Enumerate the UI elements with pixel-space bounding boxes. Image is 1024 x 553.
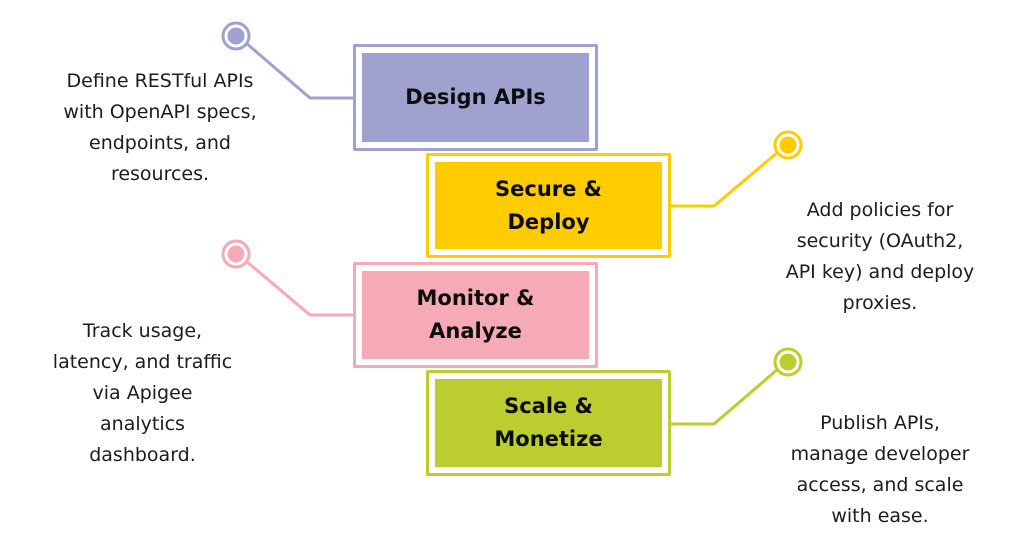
connector-secure-deploy <box>671 130 803 208</box>
connector-line <box>245 259 353 317</box>
connector-node-dot <box>227 245 245 263</box>
step-box-fill: Scale & Monetize <box>435 379 662 467</box>
step-box-design-apis: Design APIs <box>353 44 598 151</box>
connector-line <box>671 367 779 426</box>
connector-line <box>245 41 353 100</box>
step-box-fill: Design APIs <box>362 53 589 142</box>
connector-node-dot <box>779 353 797 371</box>
connector-node-dot <box>779 136 797 154</box>
step-title: Monitor & Analyze <box>416 286 535 343</box>
step-description-design-apis: Define RESTful APIs with OpenAPI specs, … <box>63 70 257 185</box>
connector-line <box>671 150 779 208</box>
step-box-secure-deploy: Secure & Deploy <box>426 153 671 258</box>
connector-scale-monetize <box>671 347 803 426</box>
step-box-fill: Secure & Deploy <box>435 162 662 249</box>
step-title: Secure & Deploy <box>495 176 602 234</box>
step-title: Design APIs <box>405 85 546 109</box>
step-title: Scale & Monetize <box>494 394 603 451</box>
step-box-monitor-analyze: Monitor & Analyze <box>353 262 598 368</box>
step-description-monitor-analyze: Track usage, latency, and traffic via Ap… <box>52 320 233 466</box>
connector-monitor-analyze <box>221 239 353 317</box>
connector-design-apis <box>221 21 353 100</box>
connector-node-dot <box>227 27 245 45</box>
step-description-secure-deploy: Add policies for security (OAuth2, API k… <box>785 199 975 314</box>
step-box-fill: Monitor & Analyze <box>362 271 589 359</box>
step-box-scale-monetize: Scale & Monetize <box>426 370 671 476</box>
step-description-scale-monetize: Publish APIs, manage developer access, a… <box>790 412 970 527</box>
